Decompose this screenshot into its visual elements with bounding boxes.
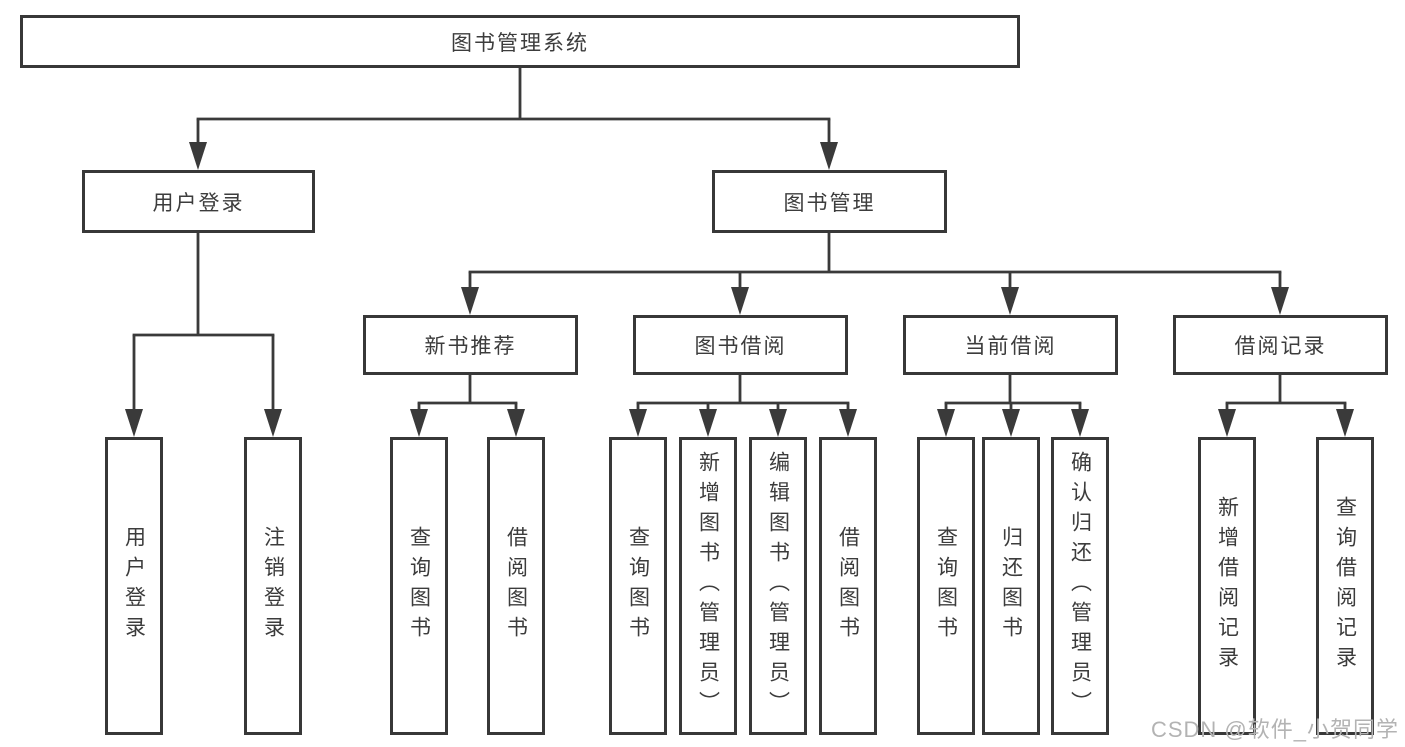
diagram-box-label: 借阅记录	[1234, 335, 1327, 358]
diagram-box-label: 图书借阅	[694, 335, 787, 358]
node-leaf-nb-borrow: 借阅图书	[487, 437, 545, 735]
node-book-mgmt: 图书管理	[712, 170, 947, 233]
node-borrow-records: 借阅记录	[1173, 315, 1388, 375]
diagram-box-label: 借阅图书	[836, 526, 860, 646]
diagram-box-label: 当前借阅	[964, 335, 1057, 358]
diagram-box-label: 查询借阅记录	[1333, 496, 1357, 676]
diagram-box-label: 编辑图书（管理员）	[766, 451, 790, 721]
node-current-borrow: 当前借阅	[903, 315, 1118, 375]
diagram-box-label: 用户登录	[152, 191, 245, 215]
node-leaf-login: 用户登录	[105, 437, 163, 735]
diagram-box-label: 查询图书	[934, 526, 958, 646]
node-root: 图书管理系统	[20, 15, 1020, 68]
node-book-borrow: 图书借阅	[633, 315, 848, 375]
diagram-box-label: 新增图书（管理员）	[696, 451, 720, 721]
node-leaf-bw-edit: 编辑图书（管理员）	[749, 437, 807, 735]
node-leaf-nb-query: 查询图书	[390, 437, 448, 735]
diagram-box-label: 查询图书	[407, 526, 431, 646]
node-leaf-cur-return: 归还图书	[982, 437, 1040, 735]
node-leaf-logout: 注销登录	[244, 437, 302, 735]
diagram-box-label: 新增借阅记录	[1215, 496, 1239, 676]
diagram-box-label: 查询图书	[626, 526, 650, 646]
diagram-box-label: 归还图书	[999, 526, 1023, 646]
diagram-box-label: 图书管理	[783, 191, 876, 215]
node-new-books: 新书推荐	[363, 315, 578, 375]
node-leaf-bw-query: 查询图书	[609, 437, 667, 735]
watermark: CSDN @软件_小贺同学	[1150, 717, 1399, 742]
node-leaf-bw-borrow: 借阅图书	[819, 437, 877, 735]
node-leaf-rec-query: 查询借阅记录	[1316, 437, 1374, 735]
node-leaf-rec-add: 新增借阅记录	[1198, 437, 1256, 735]
node-leaf-cur-confirm: 确认归还（管理员）	[1051, 437, 1109, 735]
diagram-box-label: 确认归还（管理员）	[1068, 451, 1092, 721]
diagram-box-label: 图书管理系统	[451, 31, 589, 55]
diagram-box-label: 注销登录	[261, 526, 285, 646]
node-leaf-bw-add: 新增图书（管理员）	[679, 437, 737, 735]
node-user-login: 用户登录	[82, 170, 315, 233]
node-leaf-cur-query: 查询图书	[917, 437, 975, 735]
diagram-box-label: 借阅图书	[504, 526, 528, 646]
diagram-box-label: 用户登录	[122, 526, 146, 646]
diagram-box-label: 新书推荐	[424, 335, 517, 358]
